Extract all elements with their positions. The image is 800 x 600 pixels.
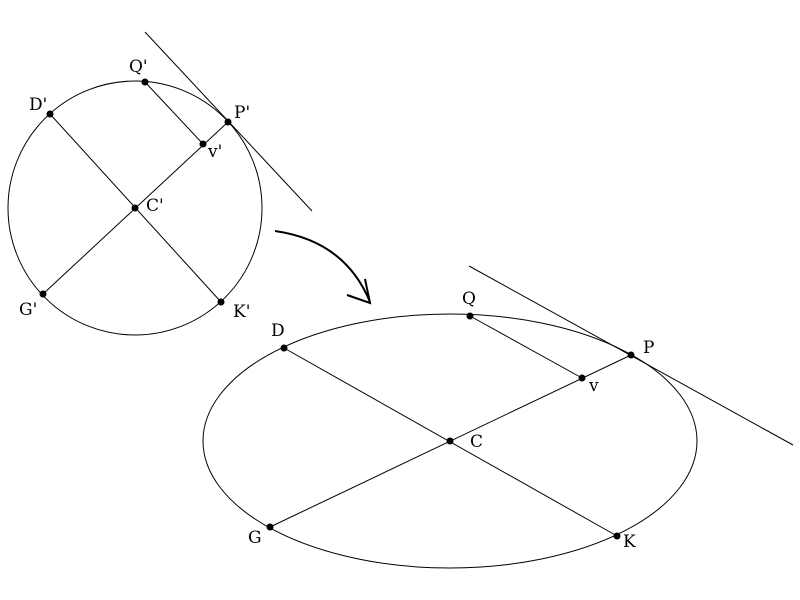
- circle-figure: Q' D' P' v' C' G' K': [7, 31, 313, 336]
- ellipse-point-c: [446, 437, 454, 445]
- circle-point-d: [46, 110, 54, 118]
- ellipse-point-p: [627, 351, 635, 359]
- transform-arrow-curve: [274, 230, 371, 303]
- ellipse-label-v: v: [588, 376, 599, 396]
- circle-label-v: v': [207, 142, 222, 162]
- circle-point-g: [39, 290, 47, 298]
- transform-arrow: [274, 230, 372, 305]
- circle-point-q: [141, 78, 149, 86]
- ellipse-label-q: Q: [462, 289, 476, 309]
- circle-outline: [7, 80, 263, 336]
- circle-chord-qv: [144, 81, 204, 145]
- ellipse-point-v: [578, 374, 586, 382]
- ellipse-figure: Q D P v C G K: [202, 265, 794, 569]
- circle-label-c: C': [146, 196, 164, 216]
- circle-label-d: D': [29, 95, 47, 115]
- circle-label-k: K': [233, 302, 250, 322]
- circle-label-g: G': [19, 300, 37, 320]
- ellipse-label-c: C: [470, 432, 483, 452]
- circle-point-k: [217, 298, 225, 306]
- circle-label-p: P': [234, 103, 250, 123]
- ellipse-point-k: [613, 532, 621, 540]
- ellipse-outline: [202, 313, 698, 569]
- circle-label-q: Q': [129, 57, 148, 77]
- ellipse-label-p: P: [643, 338, 654, 358]
- ellipse-chord-qv: [469, 315, 583, 379]
- ellipse-label-k: K: [623, 532, 636, 552]
- ellipse-label-d: D: [271, 321, 285, 341]
- ellipse-point-g: [266, 523, 274, 531]
- ellipse-point-q: [466, 312, 474, 320]
- circle-point-p: [224, 118, 232, 126]
- ellipse-point-d: [280, 344, 288, 352]
- transform-arrow-head: [346, 278, 372, 305]
- circle-point-c: [131, 204, 139, 212]
- ellipse-label-g: G: [248, 528, 262, 548]
- circle-point-v: [199, 140, 207, 148]
